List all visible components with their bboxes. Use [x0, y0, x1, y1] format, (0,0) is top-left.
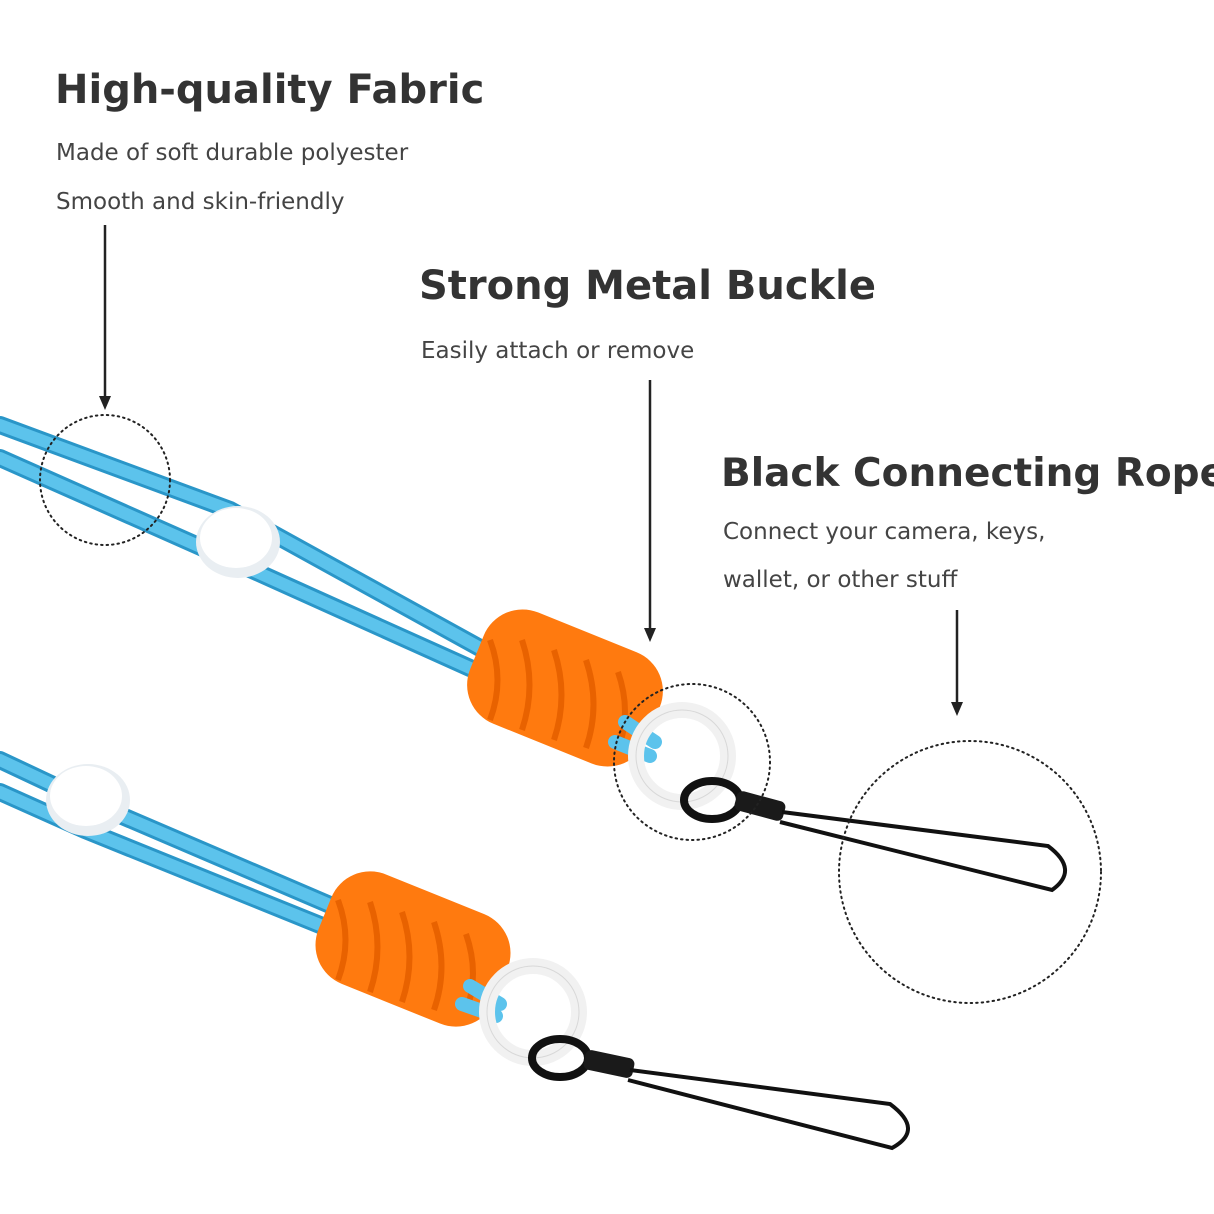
- buckle-title: Strong Metal Buckle: [419, 263, 876, 309]
- rope-description-line1: Connect your camera, keys,: [723, 519, 1046, 545]
- buckle-description-line1: Easily attach or remove: [421, 338, 695, 364]
- lower-orange-knot: [315, 871, 511, 1027]
- upper-lanyard: [0, 416, 1068, 893]
- callout-arrows: [99, 225, 963, 716]
- upper-black-rope: [680, 777, 1068, 893]
- rope-arrow: [951, 610, 963, 716]
- buckle-arrow: [644, 380, 656, 642]
- lower-black-rope: [528, 1035, 910, 1151]
- fabric-arrow: [99, 225, 111, 410]
- buckle-callout-circle: [613, 683, 771, 841]
- rope-title: Black Connecting Rope: [721, 451, 1214, 496]
- lower-blue-strap: [0, 751, 339, 934]
- fabric-description-line2: Smooth and skin-friendly: [56, 189, 345, 215]
- lower-slider-bead: [46, 764, 130, 836]
- lower-lanyard: [0, 751, 910, 1151]
- rope-callout-circle: [838, 740, 1102, 1004]
- fabric-callout-circle: [39, 414, 171, 546]
- fabric-description-line1: Made of soft durable polyester: [56, 140, 409, 166]
- fabric-title: High-quality Fabric: [55, 67, 485, 113]
- rope-description-line2: wallet, or other stuff: [723, 567, 958, 593]
- upper-slider-bead: [196, 506, 280, 578]
- callout-circles: [39, 414, 1102, 1004]
- upper-orange-knot: [467, 609, 663, 767]
